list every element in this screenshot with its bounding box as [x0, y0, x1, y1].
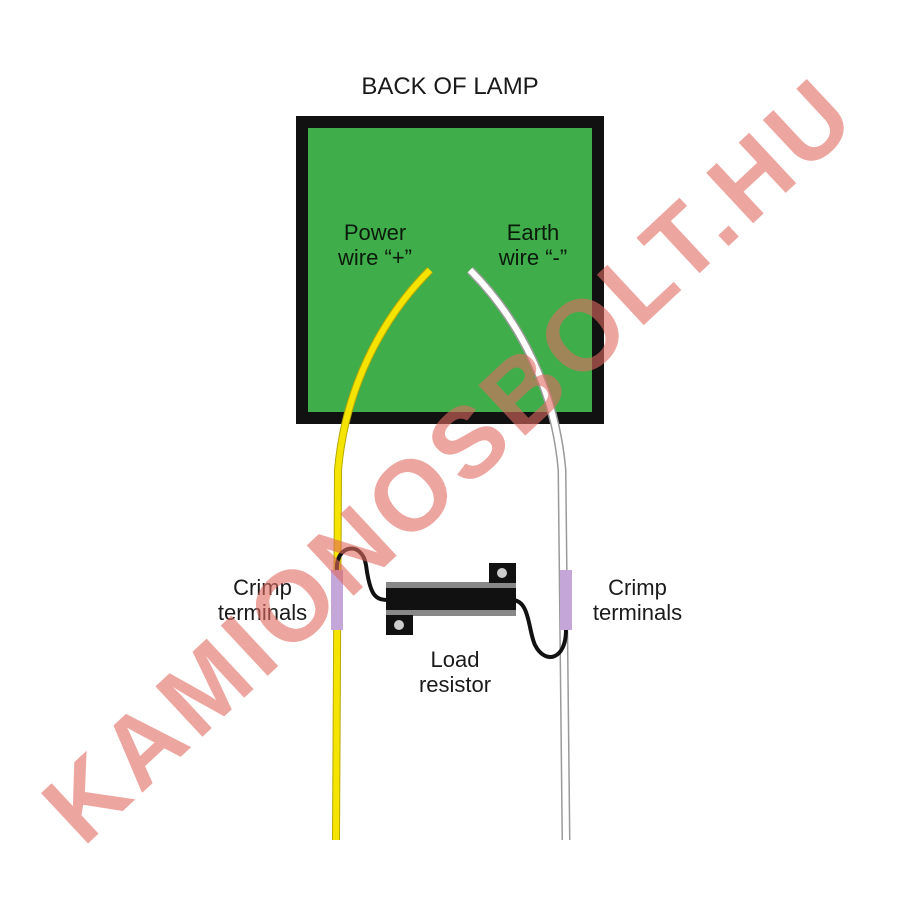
- earth-label-line2: wire “-”: [498, 245, 568, 270]
- crimp-left-line1: Crimp: [233, 575, 292, 600]
- power-label-line1: Power: [343, 220, 407, 245]
- earth-wire-label: Earth wire “-”: [478, 220, 588, 270]
- crimp-right-line2: terminals: [592, 600, 683, 625]
- earth-label-line1: Earth: [506, 220, 560, 245]
- crimp-terminal-right: [560, 570, 572, 630]
- crimp-terminal-left: [331, 570, 343, 630]
- resistor-lead-right: [511, 598, 568, 659]
- lamp-back: [296, 116, 604, 424]
- power-label-line2: wire “+”: [338, 245, 412, 270]
- diagram-title: BACK OF LAMP: [361, 73, 539, 100]
- resistor-line2: resistor: [418, 672, 492, 697]
- crimp-left-line2: terminals: [217, 600, 308, 625]
- crimp-right-line1: Crimp: [608, 575, 667, 600]
- crimp-left-label: Crimp terminals: [200, 575, 325, 625]
- resistor-label: Load resistor: [395, 647, 515, 697]
- resistor-line1: Load: [430, 647, 480, 672]
- earth-wire-core: [467, 267, 569, 841]
- crimp-right-label: Crimp terminals: [575, 575, 700, 625]
- load-resistor: [386, 563, 516, 635]
- power-wire-label: Power wire “+”: [320, 220, 430, 270]
- resistor-lead-left: [334, 546, 389, 602]
- power-wire-core: [333, 267, 433, 841]
